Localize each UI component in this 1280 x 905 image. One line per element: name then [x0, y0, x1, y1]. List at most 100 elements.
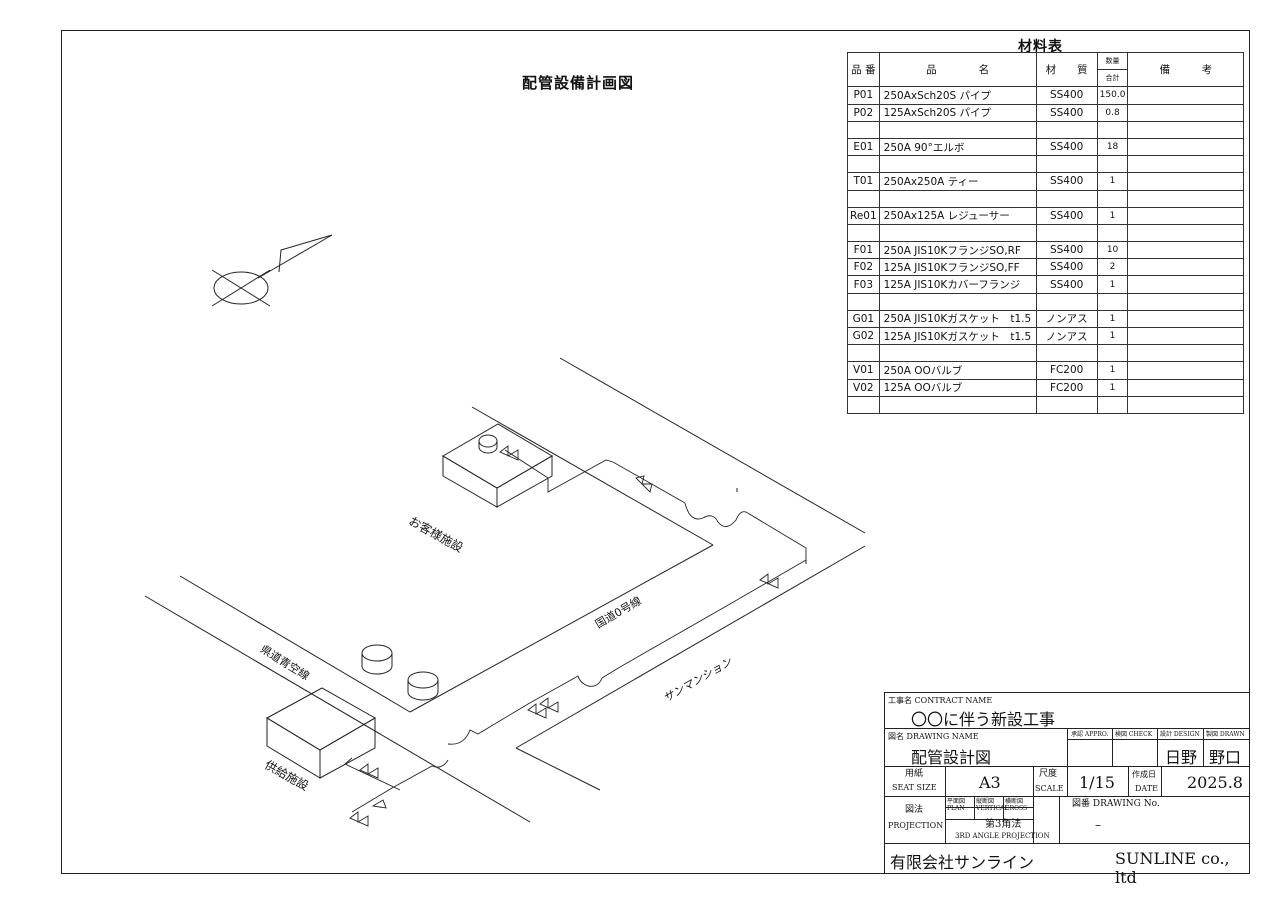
- name-cell: [878, 344, 1037, 363]
- remarks-cell: [1127, 309, 1245, 329]
- part-no-cell: F03: [847, 275, 880, 294]
- road-lines: [144, 357, 866, 823]
- part-no-cell: P02: [847, 103, 880, 122]
- approved-label: 承認 APPRO.: [1071, 731, 1109, 738]
- part-no-cell: [847, 120, 880, 139]
- drawing-name-label: 図名 DRAWING NAME: [888, 732, 979, 741]
- projection-label-en: PROJECTION: [888, 821, 944, 830]
- material-cell: SS400: [1035, 275, 1098, 294]
- paper-value: A3: [979, 773, 1001, 792]
- company-name-en: SUNLINE co., ltd: [1115, 849, 1230, 887]
- material-cell: SS400: [1035, 172, 1098, 191]
- company-name-jp: 有限会社サンライン: [890, 853, 1035, 872]
- qty-cell: [1096, 223, 1129, 243]
- remarks-cell: [1127, 155, 1245, 174]
- tank-icons: [361, 644, 439, 701]
- part-no-cell: E01: [847, 137, 880, 157]
- material-cell: [1035, 223, 1098, 243]
- part-no-cell: F01: [847, 241, 880, 260]
- table-row: [847, 189, 1245, 208]
- checked-label: 検図 CHECK: [1115, 731, 1153, 738]
- material-cell: [1035, 344, 1098, 363]
- name-cell: 250Ax250A ティー: [878, 172, 1037, 191]
- material-cell: SS400: [1035, 137, 1098, 157]
- name-cell: 125A JIS10Kガスケット t1.5: [878, 326, 1037, 346]
- table-row: [847, 120, 1245, 139]
- name-cell: [878, 155, 1037, 174]
- material-cell: [1035, 155, 1098, 174]
- qty-cell: [1096, 155, 1129, 174]
- scale-value: 1/15: [1079, 773, 1115, 792]
- material-cell: [1035, 189, 1098, 208]
- material-cell: SS400: [1035, 241, 1098, 260]
- qty-cell: 1: [1096, 206, 1129, 225]
- name-cell: 250A JIS10KフランジSO,RF: [878, 241, 1037, 260]
- part-no-cell: T01: [847, 172, 880, 191]
- drawing-no-label: 図番 DRAWING No.: [1072, 799, 1160, 809]
- title-block: 工事名 CONTRACT NAME 〇〇に伴う新設工事 図名 DRAWING N…: [884, 692, 1250, 887]
- table-row: [847, 155, 1245, 174]
- name-cell: [878, 189, 1037, 208]
- table-row: [847, 395, 1245, 414]
- drawing-no-value: –: [1095, 818, 1101, 832]
- remarks-cell: [1127, 395, 1245, 414]
- paper-label-en: SEAT SIZE: [892, 783, 937, 792]
- drawing-title: 配管設備計画図: [522, 74, 635, 92]
- qty-cell: 1: [1096, 172, 1129, 191]
- material-cell: FC200: [1035, 361, 1098, 380]
- remarks-cell: [1127, 344, 1245, 363]
- pipe-route: [344, 449, 807, 813]
- remarks-cell: [1127, 361, 1245, 380]
- name-cell: 125A JIS10KフランジSO,FF: [878, 258, 1037, 277]
- name-cell: 125AxSch20S パイプ: [878, 103, 1037, 122]
- part-no-cell: [847, 155, 880, 174]
- name-cell: 125A JIS10Kカバーフランジ: [878, 275, 1037, 294]
- material-cell: SS400: [1035, 103, 1098, 122]
- contract-name-label: 工事名 CONTRACT NAME: [888, 696, 993, 705]
- qty-cell: 1: [1096, 361, 1129, 380]
- part-no-cell: Re01: [847, 206, 880, 225]
- remarks-cell: [1127, 103, 1245, 122]
- remarks-cell: [1127, 378, 1245, 397]
- design-label: 設計 DESIGN: [1160, 731, 1200, 738]
- remarks-cell: [1127, 120, 1245, 139]
- name-cell: 250A JIS10Kガスケット t1.5: [878, 309, 1037, 329]
- remarks-cell: [1127, 137, 1245, 157]
- projection-label: 図法: [905, 805, 924, 815]
- name-cell: [878, 292, 1037, 311]
- date-label: 作成日: [1132, 770, 1156, 779]
- plan-label: 平面図 PLAN: [947, 798, 966, 812]
- remarks-cell: [1127, 326, 1245, 346]
- scale-label: 尺度: [1039, 769, 1058, 779]
- date-value: 2025.8: [1187, 773, 1243, 792]
- header-material: 材 質: [1035, 51, 1098, 88]
- qty-cell: 150.0: [1096, 86, 1129, 105]
- part-no-cell: G02: [847, 326, 880, 346]
- part-no-cell: G01: [847, 309, 880, 329]
- paper-label: 用紙: [905, 769, 924, 779]
- part-no-cell: [847, 189, 880, 208]
- qty-cell: 1: [1096, 378, 1129, 397]
- remarks-cell: [1127, 172, 1245, 191]
- part-no-cell: [847, 292, 880, 311]
- name-cell: [878, 395, 1037, 414]
- remarks-cell: [1127, 258, 1245, 277]
- remarks-cell: [1127, 86, 1245, 105]
- part-no-cell: [847, 395, 880, 414]
- name-cell: 250AxSch20S パイプ: [878, 86, 1037, 105]
- north-arrow-icon: [211, 234, 333, 307]
- remarks-cell: [1127, 292, 1245, 311]
- date-label-en: DATE: [1135, 784, 1158, 793]
- header-name: 品 名: [878, 51, 1037, 88]
- table-row: [847, 223, 1245, 243]
